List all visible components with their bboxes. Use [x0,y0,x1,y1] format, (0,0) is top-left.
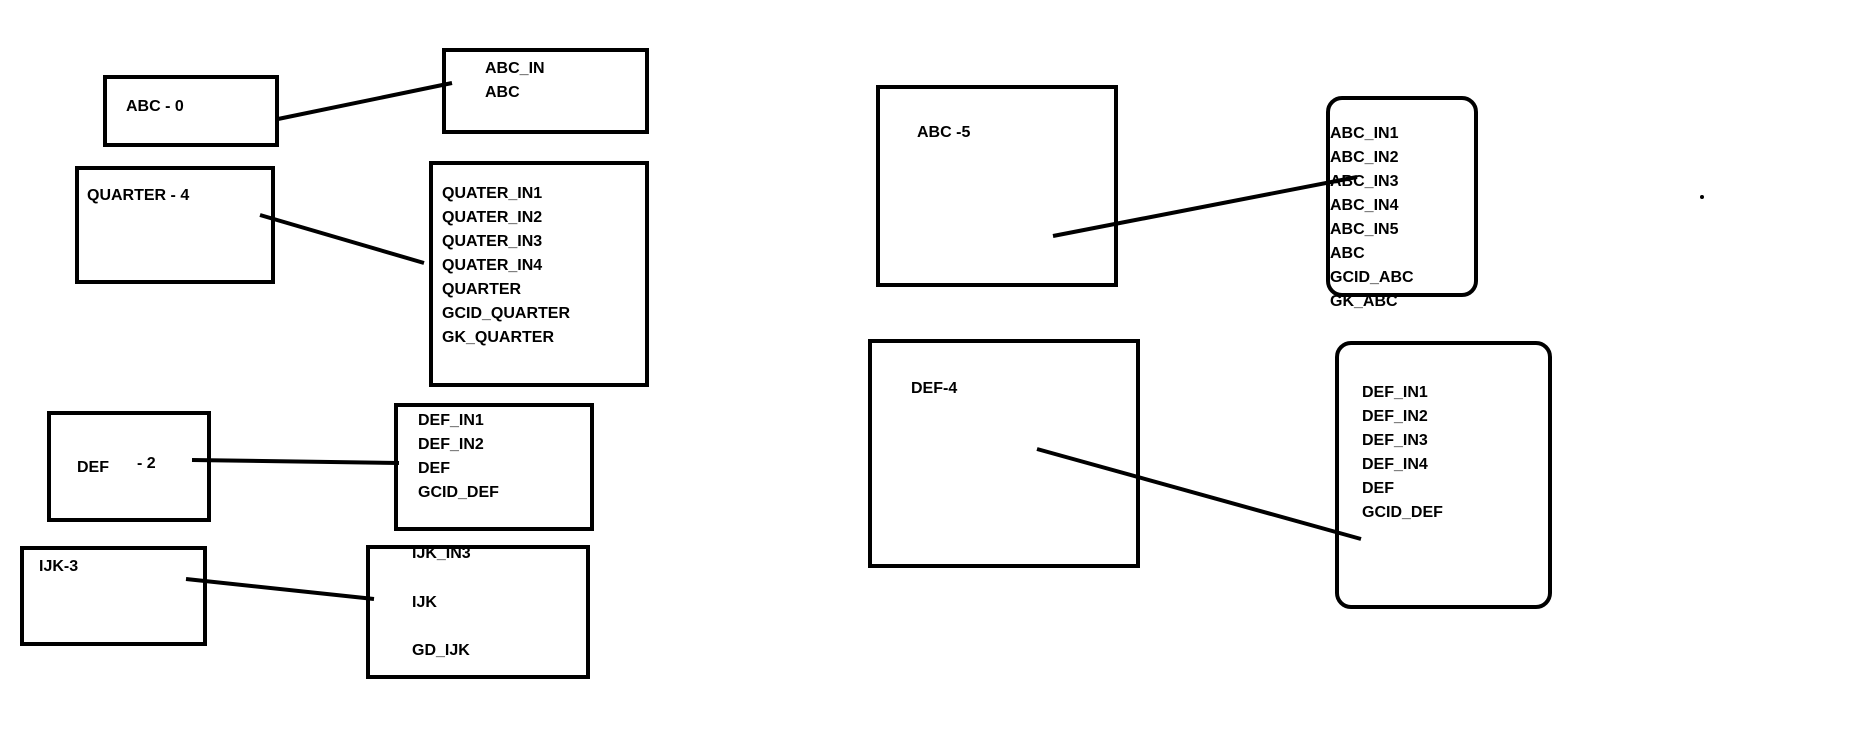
field-item: ABC [1330,245,1365,262]
entity-label-def-4: DEF-4 [911,380,958,397]
field-item: DEF_IN2 [1362,408,1428,425]
field-item: ABC_IN [485,60,545,77]
entity-box-abc-0 [103,75,279,147]
field-item: DEF [418,460,450,477]
connector-abc [277,81,453,121]
field-item: GK_QUARTER [442,329,555,346]
entity-label-abc-5: ABC -5 [917,124,971,141]
field-item: IJK_IN3 [412,545,471,562]
field-item: ABC_IN1 [1330,125,1399,142]
entity-label-quarter-4: QUARTER - 4 [87,187,190,204]
entity-box-abc-5 [876,85,1118,287]
field-item: DEF_IN1 [418,412,484,429]
connector-ijk [185,577,375,601]
field-box-ijk [366,545,590,679]
entity-box-quarter-4 [75,166,275,284]
field-list-def-4: DEF_IN1 DEF_IN2 DEF_IN3 DEF_IN4 DEF GCID… [1362,381,1443,525]
field-box-def [394,403,594,531]
field-list-abc-5: ABC_IN1 ABC_IN2 ABC_IN3 ABC_IN4 ABC_IN5 … [1330,122,1414,314]
field-item: DEF_IN3 [1362,432,1428,449]
field-box-quarter [429,161,649,387]
field-item: DEF [1362,480,1394,497]
field-item: QUATER_IN3 [442,233,543,250]
entity-box-def-2 [47,411,211,522]
entity-box-def-4 [868,339,1140,568]
field-box-def-4 [1335,341,1552,609]
entity-label-ijk-3: IJK-3 [39,558,79,575]
entity-label-abc-0: ABC - 0 [126,98,184,115]
field-item: GK_ABC [1330,293,1398,310]
field-item: DEF_IN2 [418,436,484,453]
entity-box-ijk-3 [20,546,207,646]
connector-abc-5 [1052,175,1358,238]
field-item: GCID_ABC [1330,269,1414,286]
connector-def-4 [1036,447,1362,541]
field-item: ABC_IN4 [1330,197,1399,214]
stray-dot [1700,195,1704,199]
connector-quarter [259,213,425,265]
field-item: IJK [412,594,437,611]
field-item: GCID_DEF [1362,504,1443,521]
field-item: GCID_QUARTER [442,305,571,322]
field-item: GCID_DEF [418,484,499,501]
field-item: ABC_IN5 [1330,221,1399,238]
entity-label-def: DEF [77,459,109,476]
entity-label-def-number: - 2 [137,455,156,472]
field-item: QUATER_IN4 [442,257,543,274]
field-box-abc-5 [1326,96,1478,297]
field-item: ABC [485,84,520,101]
field-box-abc [442,48,649,134]
connector-def [191,458,400,465]
field-item: ABC_IN3 [1330,173,1399,190]
field-item: QUATER_IN2 [442,209,543,226]
field-list-def: DEF_IN1 DEF_IN2 DEF GCID_DEF [418,409,499,505]
field-list-quarter: QUATER_IN1 QUATER_IN2 QUATER_IN3 QUATER_… [442,182,570,350]
field-item: DEF_IN4 [1362,456,1428,473]
field-item: ABC_IN2 [1330,149,1399,166]
field-item: QUARTER [442,281,522,298]
field-item: QUATER_IN1 [442,185,543,202]
field-item: GD_IJK [412,642,470,659]
field-list-abc: ABC_IN ABC [485,57,545,105]
field-item: DEF_IN1 [1362,384,1428,401]
